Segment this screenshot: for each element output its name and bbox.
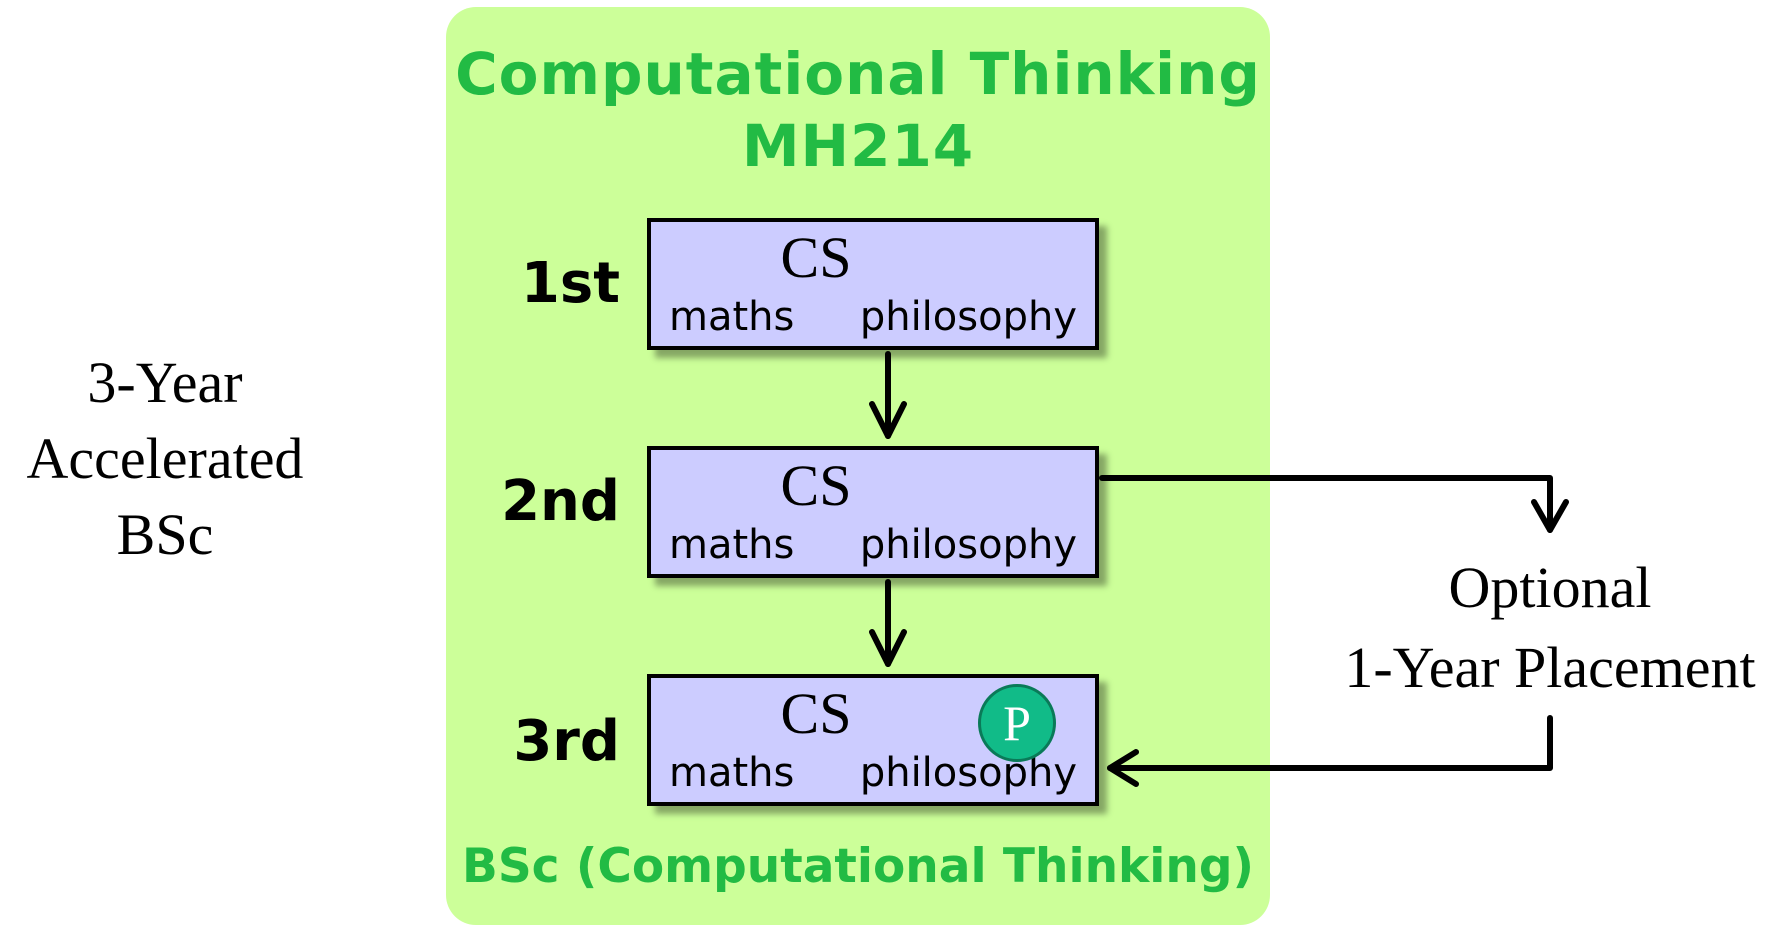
box-maths-label: maths [669, 294, 795, 340]
placement-badge-icon: P [978, 684, 1056, 762]
box-cs-label: CS [780, 453, 852, 518]
arrow-year1-to-year2 [869, 351, 907, 439]
placement-label-line-1: Optional [1448, 555, 1652, 620]
left-program-label: 3-Year Accelerated BSc [0, 345, 330, 573]
program-title-line-1: Computational Thinking [455, 40, 1261, 108]
box-philosophy-label: philosophy [859, 750, 1077, 796]
left-label-line-3: BSc [116, 502, 214, 567]
year-label-1st: 1st [520, 251, 620, 316]
placement-label: Optional 1-Year Placement [1310, 548, 1790, 708]
arrow-year2-to-year3 [869, 579, 907, 667]
year-box-2nd: CS maths philosophy [647, 446, 1099, 578]
box-cs-label: CS [780, 225, 852, 290]
box-philosophy-label: philosophy [859, 294, 1077, 340]
arrow-placement-to-year3 [1107, 715, 1553, 787]
box-maths-label: maths [669, 522, 795, 568]
year-box-3rd: CS maths philosophy P [647, 674, 1099, 806]
arrow-year2-to-placement [1099, 475, 1569, 533]
left-label-line-1: 3-Year [87, 350, 243, 415]
year-label-3rd: 3rd [513, 709, 620, 774]
left-label-line-2: Accelerated [26, 426, 304, 491]
year-label-2nd: 2nd [501, 469, 620, 534]
year-box-1st: CS maths philosophy [647, 218, 1099, 350]
box-maths-label: maths [669, 750, 795, 796]
program-title-line-2: MH214 [741, 112, 975, 180]
program-footer: BSc (Computational Thinking) [462, 839, 1254, 894]
program-title: Computational Thinking MH214 [446, 38, 1270, 182]
placement-label-line-2: 1-Year Placement [1344, 635, 1756, 700]
box-cs-label: CS [780, 681, 852, 746]
box-philosophy-label: philosophy [859, 522, 1077, 568]
